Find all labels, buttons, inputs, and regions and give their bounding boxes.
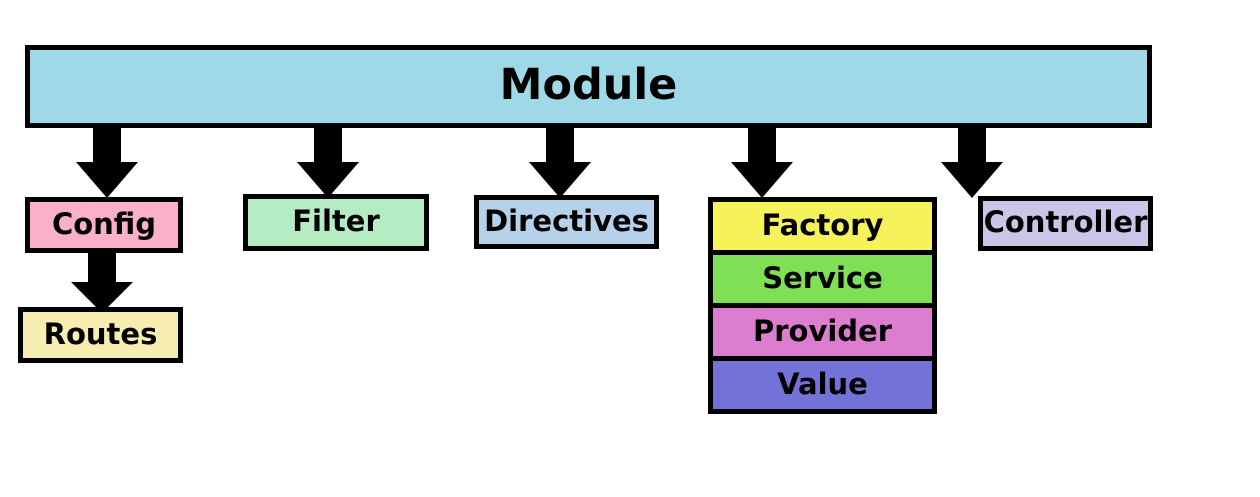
node-directives[interactable]: Directives	[474, 195, 659, 249]
node-directives-label: Directives	[484, 203, 649, 238]
node-service[interactable]: Service	[713, 255, 932, 308]
node-factory[interactable]: Factory	[713, 202, 932, 255]
node-config-label: Config	[51, 206, 157, 241]
node-filter[interactable]: Filter	[243, 194, 429, 251]
arrow-module-to-directives	[529, 126, 591, 198]
node-service-label: Service	[762, 260, 883, 295]
node-provider[interactable]: Provider	[713, 308, 932, 361]
providers-stack: Factory Service Provider Value	[708, 197, 937, 414]
node-value-label: Value	[777, 366, 868, 401]
node-value[interactable]: Value	[713, 361, 932, 409]
node-config[interactable]: Config	[25, 197, 183, 253]
arrow-module-to-config	[76, 126, 138, 198]
node-factory-label: Factory	[761, 207, 884, 242]
node-filter-label: Filter	[292, 204, 380, 238]
node-routes[interactable]: Routes	[18, 307, 183, 363]
node-provider-label: Provider	[752, 313, 893, 348]
arrow-module-to-factory	[731, 126, 793, 198]
node-module-label: Module	[499, 60, 678, 110]
node-module[interactable]: Module	[25, 45, 1152, 128]
arrow-module-to-controller	[941, 126, 1003, 198]
arrow-config-to-routes	[71, 251, 133, 313]
node-controller-label: Controller	[983, 205, 1148, 239]
node-routes-label: Routes	[43, 316, 158, 351]
arrow-module-to-filter	[297, 126, 359, 198]
node-controller[interactable]: Controller	[978, 196, 1153, 251]
